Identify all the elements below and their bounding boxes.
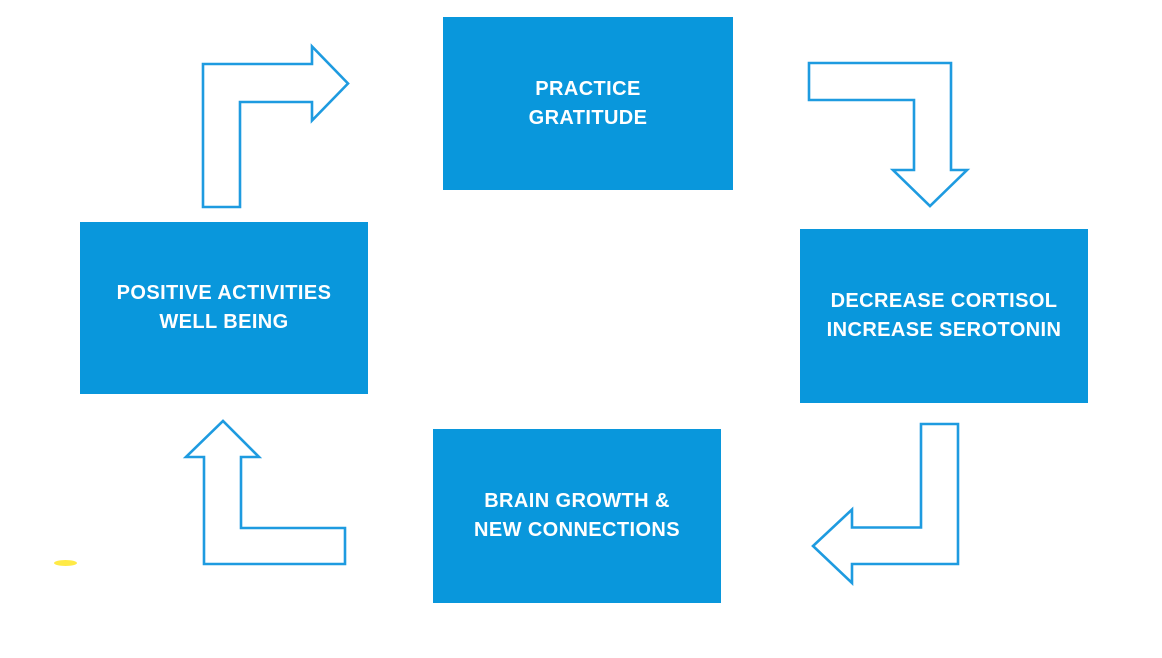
arrow-down-left-icon (811, 422, 960, 587)
node-decrease-cortisol: DECREASE CORTISOL INCREASE SEROTONIN (800, 229, 1088, 403)
arrow-up-right-icon (201, 43, 350, 209)
node-practice-gratitude: PRACTICE GRATITUDE (443, 17, 733, 190)
node-label-line: WELL BEING (159, 311, 289, 333)
node-label-line: NEW CONNECTIONS (474, 519, 680, 541)
node-label-line: BRAIN GROWTH & (484, 490, 670, 512)
node-label-line: POSITIVE ACTIVITIES (116, 282, 332, 304)
yellow-stray-mark (54, 560, 77, 566)
arrow-right-down-icon (807, 61, 971, 208)
node-label-line: PRACTICE (535, 77, 641, 100)
node-positive-activities: POSITIVE ACTIVITIES WELL BEING (80, 222, 368, 394)
node-label-line: GRATITUDE (528, 106, 648, 129)
node-brain-growth: BRAIN GROWTH & NEW CONNECTIONS (433, 429, 721, 603)
node-label-line: INCREASE SEROTONIN (826, 319, 1062, 341)
arrow-left-up-icon (182, 419, 347, 566)
node-label-line: DECREASE CORTISOL (830, 290, 1058, 312)
